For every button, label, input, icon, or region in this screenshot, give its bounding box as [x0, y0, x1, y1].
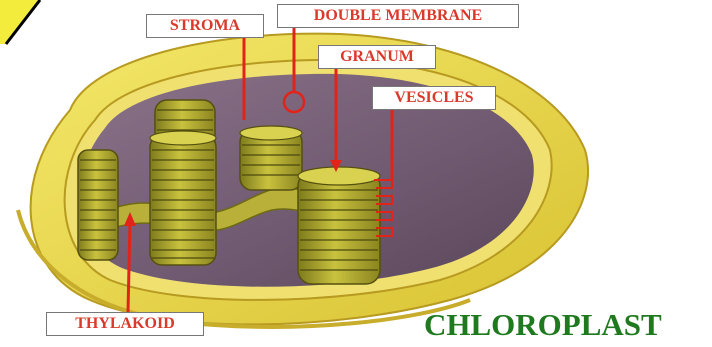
granum-stack-back-right [240, 126, 302, 190]
label-granum: GRANUM [318, 45, 436, 69]
label-vesicles: VESICLES [372, 86, 496, 110]
corner-decoration [0, 0, 40, 44]
thylakoid-pointer [128, 222, 130, 312]
label-thylakoid: THYLAKOID [46, 312, 204, 336]
granum-stack-right [298, 167, 380, 284]
label-stroma: STROMA [146, 14, 264, 38]
diagram-title: CHLOROPLAST [424, 306, 662, 344]
granum-stack-center [150, 131, 216, 265]
label-double-membrane: DOUBLE MEMBRANE [277, 4, 519, 28]
granum-stack-left [78, 150, 118, 260]
